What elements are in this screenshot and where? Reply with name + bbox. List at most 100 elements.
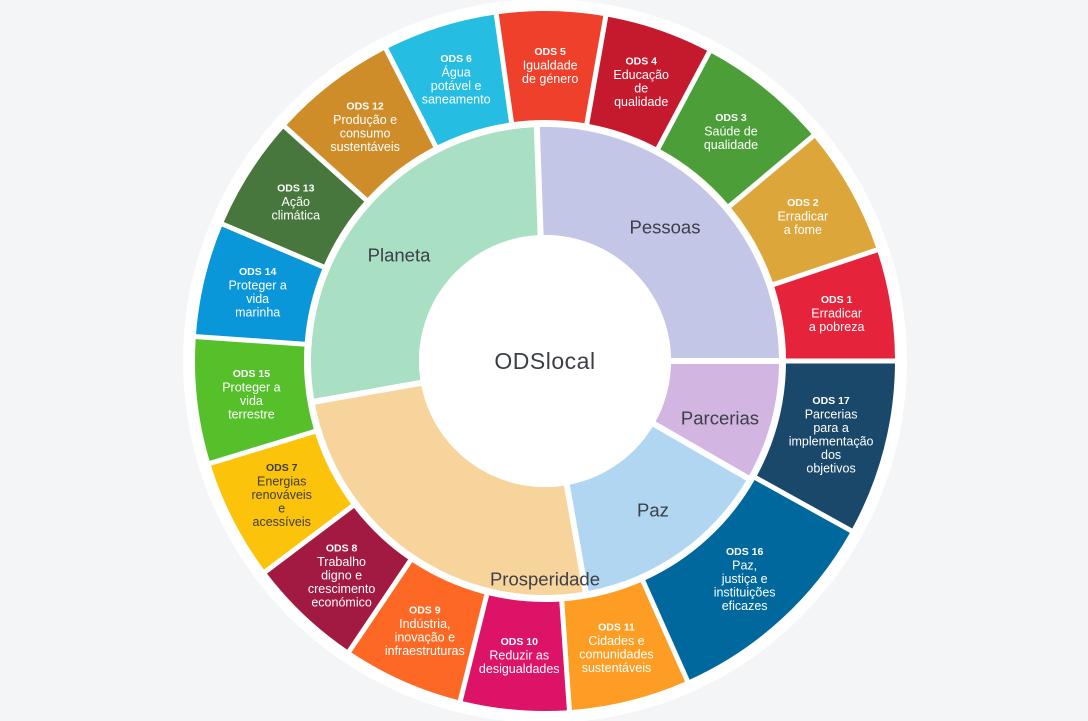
goal-segment-shape: [266, 508, 409, 650]
goal-segment-shape: [286, 50, 434, 198]
dimension-segment-prosperidade[interactable]: Prosperidade: [315, 385, 600, 595]
dimension-segment-paz[interactable]: Paz: [569, 426, 747, 591]
goal-label-line: Reduzir as: [489, 648, 549, 662]
goal-label-line: a pobreza: [809, 320, 865, 334]
dimension-label: Planeta: [368, 245, 431, 266]
goal-label-line: digno e: [321, 568, 362, 582]
goal-code: ODS 8: [326, 542, 358, 554]
goal-label-line: Igualdade: [523, 59, 578, 73]
goal-label-line: Trabalho: [317, 555, 366, 569]
goal-label-line: instituições: [714, 585, 776, 599]
dimension-label: Paz: [637, 500, 669, 521]
goal-label-line: Produção e: [333, 113, 397, 127]
goal-segment-shape: [196, 226, 323, 342]
goal-segment-shape: [462, 595, 567, 711]
goal-segment-shape: [195, 339, 314, 461]
goal-segment-shape: [351, 562, 485, 700]
goal-label-line: para a: [813, 421, 848, 435]
goal-segment-shape: [498, 10, 604, 124]
center-disc: [419, 235, 671, 487]
dimension-segment-planeta[interactable]: Planeta: [311, 127, 538, 399]
goal-code: ODS 9: [409, 605, 441, 617]
goal-label-line: marinha: [235, 305, 280, 319]
goal-label-line: comunidades: [579, 647, 653, 661]
goal-code: ODS 10: [501, 636, 539, 648]
goal-label-line: objetivos: [806, 462, 855, 476]
goal-segment-shape: [774, 252, 895, 359]
dimension-segment-parcerias[interactable]: Parcerias: [655, 363, 779, 476]
goal-label-line: sustentáveis: [330, 140, 399, 154]
goal-label-line: Água: [442, 64, 471, 79]
dimension-label: Prosperidade: [490, 569, 600, 590]
goal-label-line: saneamento: [422, 92, 491, 106]
goal-segment-shape: [223, 128, 365, 265]
goal-code: ODS 17: [812, 395, 850, 407]
goal-label-line: Erradicar: [777, 210, 828, 224]
goal-code: ODS 16: [726, 546, 764, 558]
goal-label-line: económico: [311, 595, 371, 609]
goal-label-line: Cidades e: [588, 634, 644, 648]
goal-code: ODS 15: [233, 368, 271, 380]
goal-label-line: consumo: [340, 126, 391, 140]
goal-label-line: Paz,: [732, 558, 757, 572]
goal-label-line: Educação: [613, 68, 669, 82]
goal-label-line: qualidade: [614, 95, 668, 109]
goal-code: ODS 12: [346, 100, 384, 112]
center-label: ODSlocal: [494, 348, 595, 374]
dimension-label: Parcerias: [681, 408, 759, 429]
goal-segment-shape: [589, 16, 708, 148]
goal-code: ODS 1: [821, 294, 853, 306]
goal-label-line: dos: [821, 448, 841, 462]
goal-segment-shape: [388, 14, 509, 146]
goal-label-line: Parcerias: [805, 408, 858, 422]
goal-code: ODS 5: [534, 46, 566, 58]
goal-segment-shape: [731, 137, 877, 283]
goal-label-line: vida: [240, 394, 263, 408]
goal-code: ODS 11: [598, 621, 635, 633]
goal-label-line: infraestruturas: [385, 644, 465, 658]
goal-label-line: de género: [522, 72, 578, 86]
goal-code: ODS 4: [625, 55, 657, 67]
goal-code: ODS 14: [239, 266, 277, 278]
goal-label-line: Energias: [257, 475, 306, 489]
goal-label-line: e: [278, 502, 285, 516]
goal-label-line: qualidade: [704, 138, 758, 152]
goal-label-line: eficazes: [722, 599, 768, 613]
goal-label-line: inovação e: [395, 631, 456, 645]
goal-code: ODS 3: [715, 112, 747, 124]
goal-label-line: justiça e: [721, 572, 768, 586]
goal-label-line: crescimento: [308, 582, 375, 596]
goal-label-line: acessíveis: [253, 515, 311, 529]
goal-label-line: Indústria,: [399, 617, 450, 631]
goal-code: ODS 6: [440, 53, 472, 65]
dimension-segment-shape: [655, 363, 779, 476]
dimension-segment-shape: [315, 385, 583, 595]
dimension-segment-pessoas[interactable]: Pessoas: [539, 127, 779, 359]
goal-label-line: Ação: [282, 195, 311, 209]
goal-label-line: Saúde de: [704, 124, 758, 138]
goal-code: ODS 2: [787, 197, 819, 209]
goal-label-line: de: [634, 81, 648, 95]
goal-label-line: desigualdades: [479, 662, 560, 676]
goal-label-line: Erradicar: [811, 307, 862, 321]
